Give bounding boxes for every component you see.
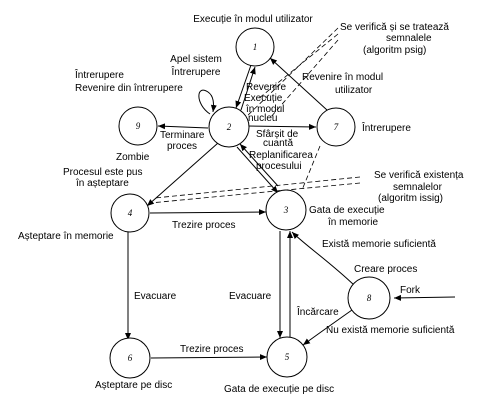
label-terminare-2: proces: [167, 141, 197, 152]
edge-1-to-2: [235, 64, 252, 109]
label-asteptare-mem: Așteptare în memorie: [18, 231, 114, 242]
label-trezire-2: Trezire proces: [180, 344, 244, 355]
label-apel-sistem: Apel sistem: [170, 54, 222, 65]
dashed-annotations: [149, 27, 361, 204]
edge-fork-to-8: [393, 294, 456, 301]
label-gata-mem-1: Gata de execuție: [309, 205, 385, 216]
label-replan-2: procesului: [256, 161, 302, 172]
label-pus-1: Procesul este pus: [63, 167, 143, 178]
state-2-number: 2: [227, 122, 232, 132]
label-terminare-1: Terminare: [160, 130, 205, 141]
state-1-number: 1: [253, 42, 258, 52]
state-1: 1: [235, 27, 275, 67]
label-intrerupere-a: Întrerupere: [171, 65, 221, 78]
edge-8-to-5: [302, 309, 353, 346]
label-issig-3: (algoritm issig): [378, 193, 443, 204]
label-gata-disc: Gata de execuție pe disc: [224, 384, 334, 395]
edge-2-to-3: [236, 146, 279, 194]
state-2: 2: [208, 106, 250, 148]
label-revenire-user-2: utilizator: [335, 85, 373, 96]
state-4: 4: [110, 193, 150, 233]
psig-leader-2: [257, 33, 339, 100]
label-revenire-user-1: Revenire în modul: [302, 72, 383, 83]
edge-6-to-5: [150, 354, 268, 361]
label-intrerupere-b: Întrerupere: [74, 68, 124, 81]
label-evacuare-2: Evacuare: [229, 291, 272, 302]
state-7: 7: [316, 107, 356, 147]
labels: Execuție în modul utilizator Apel sistem…: [18, 14, 464, 395]
edge-2-self-loop: [198, 89, 217, 115]
label-gata-mem-2: în memorie: [327, 217, 378, 228]
state-6-number: 6: [128, 353, 133, 363]
label-intrerupere-7: Întrerupere: [361, 121, 411, 134]
state-8-number: 8: [367, 293, 372, 303]
label-exista-mem: Există memorie suficientă: [322, 239, 436, 250]
state-3-number: 3: [283, 205, 289, 215]
label-asteptare-disc: Așteptare pe disc: [95, 380, 172, 391]
label-zombie: Zombie: [116, 152, 150, 163]
label-revenire-intrerupere: Revenire din întrerupere: [75, 83, 183, 94]
state-4-number: 4: [128, 208, 133, 218]
state-6: 6: [109, 337, 151, 379]
edge-8-to-3: [291, 231, 356, 287]
label-replan-1: Replanificarea: [249, 150, 313, 161]
issig-leader-1: [154, 176, 361, 199]
label-psig-2: semnalele: [386, 33, 432, 44]
edge-2-to-9: [157, 123, 209, 130]
label-creare: Creare proces: [354, 264, 417, 275]
state-5-number: 5: [285, 352, 290, 362]
label-revenire-exec-4: nucleu: [248, 113, 277, 124]
label-issig-2: semnalelor: [393, 182, 443, 193]
label-pus-2: în așteptare: [75, 178, 129, 189]
label-sfarsit-2: cuantă: [263, 138, 293, 149]
edge-7-to-1: [269, 57, 328, 111]
label-issig-1: Se verifică existența: [374, 170, 464, 181]
edges: [125, 57, 456, 361]
state-3: 3: [265, 189, 307, 231]
state-9: 9: [118, 106, 158, 146]
label-revenire-exec-2: Execuție: [244, 93, 283, 104]
label-trezire-1: Trezire proces: [172, 220, 236, 231]
psig-leader-3: [269, 39, 339, 119]
label-incarcare: Încărcare: [296, 305, 339, 318]
psig-leader-1: [244, 27, 339, 119]
state-7-number: 7: [334, 122, 339, 132]
label-fork: Fork: [400, 285, 421, 296]
label-psig-1: Se verifică și se tratează: [340, 22, 449, 33]
label-psig-3: (algoritm psig): [363, 45, 426, 56]
label-nu-exista: Nu există memorie suficientă: [326, 325, 455, 336]
label-sfarsit-1: Sfârșit de: [256, 129, 299, 140]
state-8: 8: [347, 276, 391, 320]
edge-2-to-4: [146, 142, 219, 207]
edge-4-to-3: [149, 209, 267, 216]
issig-leader-2: [149, 182, 361, 204]
label-evacuare-1: Evacuare: [134, 291, 177, 302]
state-5: 5: [266, 336, 308, 378]
edge-3-to-2: [239, 143, 279, 187]
label-exec-user: Execuție în modul utilizator: [193, 14, 313, 25]
edge-2-to-7: [247, 123, 317, 130]
edge-2-to-1: [240, 66, 256, 111]
label-revenire-exec-3: în modul: [245, 104, 284, 115]
label-revenire-exec-1: Revenire: [246, 82, 286, 93]
state-9-number: 9: [136, 121, 141, 131]
